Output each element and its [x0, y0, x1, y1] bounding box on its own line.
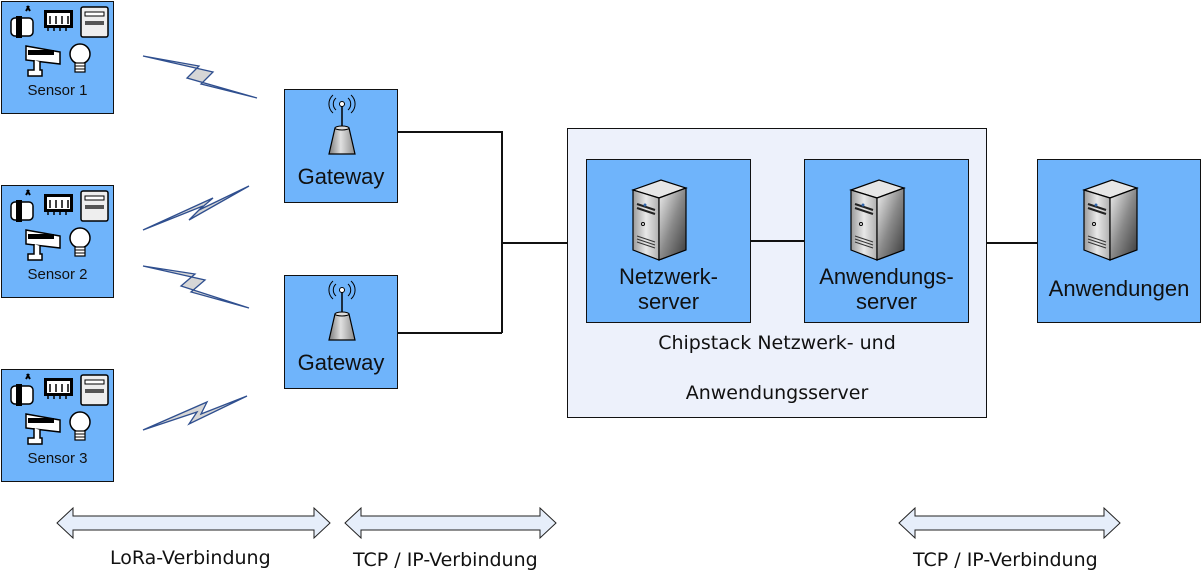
application-server-node: Anwendungs- server	[804, 159, 969, 323]
sensor-icons	[10, 373, 109, 445]
heater-icon	[44, 194, 73, 215]
sensor-node-2: Sensor 2	[1, 185, 114, 298]
connector-line	[398, 131, 502, 133]
double-arrow-icon	[56, 506, 331, 540]
double-arrow-icon	[344, 506, 557, 540]
connection-label-tcpip: TCP / IP-Verbindung	[913, 549, 1098, 571]
heater-icon	[44, 378, 73, 399]
connector-line	[501, 131, 503, 333]
lightning-bolt-icon	[142, 265, 250, 309]
server-tower-icon	[849, 179, 906, 261]
sensor-label: Sensor 1	[27, 82, 88, 99]
camera-icon	[25, 413, 61, 445]
lightbulb-icon	[69, 43, 91, 73]
sensor-label: Sensor 2	[27, 266, 88, 283]
applications-node: Anwendungen	[1037, 159, 1201, 323]
applications-label: Anwendungen	[1048, 276, 1190, 301]
double-arrow-icon	[898, 506, 1121, 540]
meter-icon	[80, 374, 109, 406]
server-label-line1: Netzwerk-	[618, 264, 718, 289]
sensor-icons	[10, 189, 109, 261]
server-tower-icon	[631, 179, 688, 261]
container-label-line1: Chipstack Netzwerk- und	[658, 332, 896, 354]
gateway-node-2: Gateway	[284, 275, 398, 389]
sensor-icons	[10, 5, 109, 77]
network-server-node: Netzwerk- server	[586, 159, 751, 323]
antenna-icon	[328, 280, 356, 341]
lightning-bolt-icon	[142, 55, 258, 99]
connector-line	[751, 240, 805, 242]
door-lock-icon	[10, 5, 34, 38]
meter-icon	[80, 190, 109, 222]
sensor-label: Sensor 3	[27, 450, 88, 467]
lightbulb-icon	[69, 227, 91, 257]
gateway-node-1: Gateway	[284, 89, 398, 203]
sensor-node-1: Sensor 1	[1, 1, 114, 114]
connection-label-lora: LoRa-Verbindung	[110, 547, 271, 569]
connector-line	[987, 242, 1038, 244]
server-label-line2: server	[637, 289, 700, 314]
lightning-bolt-icon	[142, 185, 250, 231]
sensor-node-3: Sensor 3	[1, 369, 114, 482]
container-label-line2: Anwendungsserver	[685, 382, 869, 404]
lightning-bolt-icon	[142, 395, 248, 431]
server-label-line1: Anwendungs-	[819, 264, 954, 289]
meter-icon	[80, 6, 109, 38]
door-lock-icon	[10, 373, 34, 406]
connector-line	[398, 332, 502, 334]
heater-icon	[44, 10, 73, 31]
lightbulb-icon	[69, 411, 91, 441]
gateway-label: Gateway	[297, 350, 385, 375]
server-tower-icon	[1082, 179, 1139, 261]
antenna-icon	[328, 94, 356, 155]
server-label-line2: server	[855, 289, 918, 314]
connection-label-tcpip: TCP / IP-Verbindung	[353, 549, 538, 571]
door-lock-icon	[10, 189, 34, 222]
camera-icon	[25, 45, 61, 77]
camera-icon	[25, 229, 61, 261]
connector-line	[502, 242, 568, 244]
gateway-label: Gateway	[297, 164, 385, 189]
